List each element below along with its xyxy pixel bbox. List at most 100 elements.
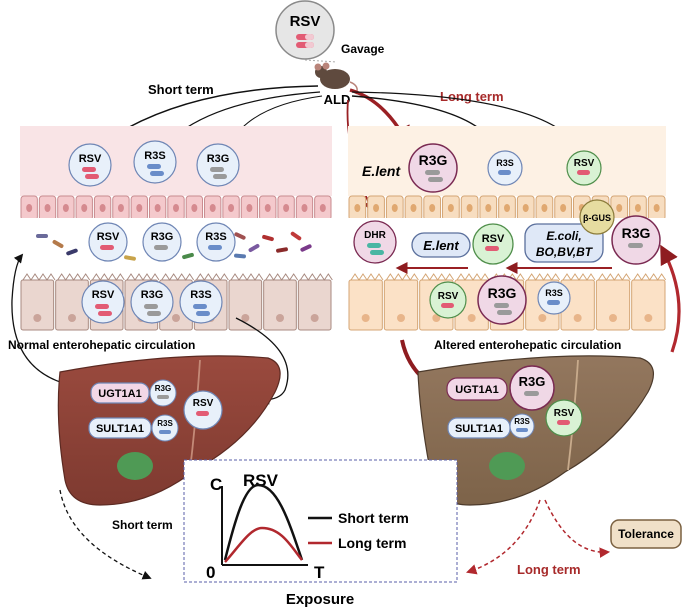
bacterium bbox=[36, 234, 48, 238]
cell-nucleus bbox=[634, 204, 641, 212]
cell-nucleus bbox=[410, 204, 417, 212]
cell-nucleus bbox=[354, 204, 361, 212]
cell-nucleus bbox=[504, 204, 510, 212]
plot-y-axis-label: C bbox=[210, 475, 222, 494]
enterocyte bbox=[631, 279, 666, 331]
cell-nucleus bbox=[609, 314, 617, 322]
long-term-branch-label: Long term bbox=[440, 89, 504, 104]
svg-text:R3G: R3G bbox=[622, 225, 651, 241]
short-term-curve bbox=[223, 483, 304, 561]
microvilli bbox=[265, 273, 299, 281]
microvilli bbox=[126, 273, 160, 281]
left-cell-r3g: R3G bbox=[130, 280, 174, 324]
microvilli bbox=[456, 273, 490, 281]
microvilli bbox=[597, 273, 631, 281]
svg-text:DHR: DHR bbox=[364, 230, 386, 241]
left-villi-row bbox=[20, 195, 332, 221]
right-lumen-elent-label: E.lent bbox=[362, 163, 401, 179]
svg-text:R3S: R3S bbox=[545, 288, 563, 298]
svg-text:RSV: RSV bbox=[97, 231, 120, 243]
microvilli bbox=[195, 273, 229, 281]
svg-text:R3G: R3G bbox=[151, 231, 174, 243]
legend-short-label: Short term bbox=[338, 510, 409, 526]
bacterium bbox=[300, 244, 312, 252]
left-bacteria bbox=[36, 231, 312, 261]
left-liver-sult1a1: SULT1A1 R3S bbox=[88, 414, 179, 442]
bacterium bbox=[124, 255, 136, 261]
bacterium bbox=[234, 253, 246, 259]
right-dhr: DHR bbox=[353, 220, 397, 264]
right-lumen-r3g: R3G bbox=[408, 143, 458, 193]
svg-text:R3S: R3S bbox=[496, 158, 514, 168]
right-mucus-rsv: RSV bbox=[472, 223, 514, 265]
enterocyte bbox=[595, 279, 631, 331]
cell-nucleus bbox=[391, 204, 398, 212]
svg-text:R3G: R3G bbox=[519, 374, 546, 389]
svg-text:RSV: RSV bbox=[438, 291, 459, 302]
svg-text:R3G: R3G bbox=[207, 153, 230, 165]
svg-text:SULT1A1: SULT1A1 bbox=[96, 423, 144, 435]
microvilli bbox=[57, 273, 91, 281]
svg-text:RSV: RSV bbox=[554, 408, 575, 419]
cell-nucleus bbox=[44, 204, 51, 212]
microvilli bbox=[527, 273, 561, 281]
bottom-short-term-label: Short term bbox=[112, 518, 173, 532]
cell-nucleus bbox=[81, 204, 88, 212]
svg-text:UGT1A1: UGT1A1 bbox=[98, 388, 141, 400]
cell-nucleus bbox=[560, 204, 567, 212]
cell-nucleus bbox=[33, 314, 42, 322]
gavage-label: Gavage bbox=[341, 42, 385, 56]
svg-text:β-GUS: β-GUS bbox=[583, 213, 611, 223]
microvilli bbox=[91, 273, 125, 281]
microvilli bbox=[421, 273, 455, 281]
microvilli bbox=[230, 273, 264, 281]
bacteria-box-line-1: E.coli, bbox=[546, 229, 581, 243]
cell-nucleus bbox=[373, 204, 380, 212]
cell-nucleus bbox=[653, 204, 660, 212]
normal-circulation-label: Normal enterohepatic circulation bbox=[8, 338, 195, 352]
cell-nucleus bbox=[485, 204, 492, 212]
enterocyte bbox=[263, 279, 297, 331]
right-lumen-rsv: RSV bbox=[566, 150, 602, 186]
svg-text:UGT1A1: UGT1A1 bbox=[455, 384, 498, 396]
left-lumen-r3g: R3G bbox=[196, 143, 240, 187]
cell-nucleus bbox=[397, 314, 405, 322]
cell-nucleus bbox=[99, 204, 106, 212]
cell-nucleus bbox=[432, 314, 441, 322]
left-cell-r3s: R3S bbox=[179, 280, 223, 324]
svg-text:R3S: R3S bbox=[514, 417, 530, 426]
cell-nucleus bbox=[173, 204, 179, 212]
plot-title: RSV bbox=[243, 471, 279, 490]
enterocyte bbox=[228, 279, 263, 331]
cell-nucleus bbox=[26, 204, 33, 212]
cell-nucleus bbox=[538, 314, 547, 322]
bacterium bbox=[248, 244, 260, 252]
tolerance-box: Tolerance bbox=[610, 519, 682, 549]
right-elent-box: E.lent bbox=[411, 232, 471, 258]
cell-nucleus bbox=[136, 204, 143, 212]
short-term-branch-label: Short term bbox=[148, 82, 214, 97]
cell-nucleus bbox=[466, 204, 473, 212]
cell-nucleus bbox=[644, 314, 653, 322]
svg-text:RSV: RSV bbox=[193, 398, 214, 409]
exposure-caption: Exposure bbox=[286, 591, 354, 608]
cell-nucleus bbox=[241, 314, 250, 322]
microvilli bbox=[633, 273, 667, 281]
svg-text:R3S: R3S bbox=[144, 150, 165, 162]
right-bacteria-box: E.coli, BO,BV,BT bbox=[524, 223, 604, 263]
drug-source: RSV bbox=[275, 0, 335, 60]
right-lumen-r3s: R3S bbox=[487, 150, 523, 186]
legend-long-label: Long term bbox=[338, 535, 406, 551]
svg-text:R3G: R3G bbox=[488, 285, 517, 301]
cell-nucleus bbox=[429, 204, 436, 212]
bacterium bbox=[52, 240, 64, 248]
svg-text:R3S: R3S bbox=[190, 289, 211, 301]
right-cell-r3g: R3G bbox=[477, 275, 527, 325]
svg-text:RSV: RSV bbox=[79, 153, 102, 165]
svg-text:RSV: RSV bbox=[574, 158, 595, 169]
bacteria-box-line-2: BO,BV,BT bbox=[536, 245, 594, 259]
svg-text:RSV: RSV bbox=[482, 233, 505, 245]
short-term-outcome-arrow bbox=[59, 489, 152, 580]
left-liver-ugt1a1: UGT1A1 R3G bbox=[90, 379, 177, 407]
drug-source-label: RSV bbox=[290, 13, 321, 30]
